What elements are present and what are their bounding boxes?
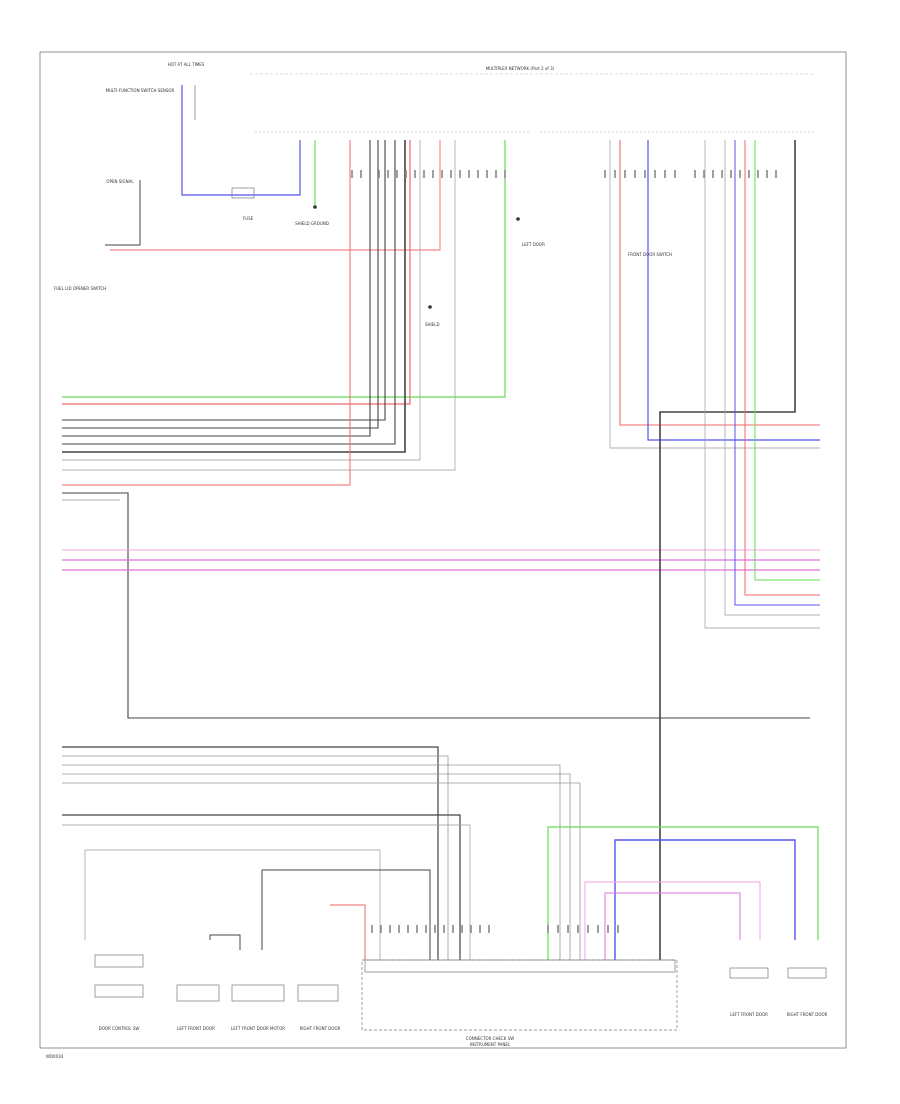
wire-21 bbox=[62, 782, 581, 960]
left-rear-door-sensor bbox=[729, 967, 769, 979]
wire-open-signal bbox=[105, 180, 141, 246]
wire-27 bbox=[262, 869, 431, 960]
wire-19 bbox=[62, 764, 561, 960]
main-controller-header bbox=[364, 959, 676, 973]
main-controller-box bbox=[361, 959, 678, 1031]
label-open-signal: OPEN SIGNAL bbox=[106, 179, 134, 184]
wire-7 bbox=[62, 140, 421, 461]
door-control-switch bbox=[94, 954, 144, 968]
footer-code: WD0034 bbox=[46, 1054, 64, 1059]
wire-22 bbox=[62, 814, 461, 960]
wire-8 bbox=[62, 140, 456, 471]
wire-red-lower bbox=[62, 140, 351, 486]
label-sub-b: LEFT FRONT DOOR bbox=[177, 1026, 215, 1031]
wire-green-bottom bbox=[547, 826, 819, 960]
splice-point bbox=[428, 305, 432, 309]
wire-5 bbox=[62, 140, 396, 445]
label-fuel-lid: FUEL LID OPENER SWITCH bbox=[54, 286, 106, 291]
label-sub-e: LEFT FRONT DOOR bbox=[730, 1012, 768, 1017]
wire-green-main bbox=[62, 140, 506, 398]
label-shield: SHIELD bbox=[425, 322, 440, 327]
fuse-box bbox=[231, 187, 255, 199]
wire-30 bbox=[604, 892, 741, 960]
left-front-door-sensor bbox=[176, 984, 220, 1002]
label-sub-d: RIGHT FRONT DOOR bbox=[300, 1026, 341, 1031]
wire-24 bbox=[85, 849, 381, 960]
label-sub-a: DOOR CONTROL SW bbox=[99, 1026, 140, 1031]
label-fuse: FUSE bbox=[243, 216, 254, 221]
wire-3 bbox=[62, 140, 379, 429]
splice-point bbox=[313, 205, 317, 209]
wire-14 bbox=[734, 140, 820, 606]
wire-blue-right bbox=[647, 140, 820, 441]
wire-2 bbox=[62, 140, 386, 421]
wire-long-dark bbox=[62, 492, 810, 719]
wire-28 bbox=[209, 934, 241, 950]
splice-point bbox=[516, 217, 520, 221]
label-bottom-main: CONNECTOR CHECK SW bbox=[466, 1036, 514, 1041]
wire-red-right bbox=[619, 140, 820, 426]
wire-sensor-blue bbox=[181, 85, 301, 196]
label-sensor: MULTI-FUNCTION SWITCH SENSOR bbox=[106, 88, 175, 93]
label-front-door: FRONT DOOR SWITCH bbox=[628, 252, 672, 257]
wire-16 bbox=[704, 140, 820, 629]
wire-13 bbox=[744, 140, 820, 596]
wire-4 bbox=[62, 140, 371, 437]
wire-blue-bottom bbox=[614, 839, 796, 960]
label-bottom-main-2: INSTRUMENT PANEL bbox=[470, 1042, 511, 1047]
wire-17 bbox=[62, 746, 439, 960]
door-control-switch-2 bbox=[94, 984, 144, 998]
left-front-door-motor bbox=[231, 984, 285, 1002]
components-group bbox=[94, 170, 827, 1031]
wire-dark-right bbox=[659, 140, 796, 960]
label-sub-f: RIGHT FRONT DOOR bbox=[787, 1012, 828, 1017]
label-sub-c: LEFT FRONT DOOR MOTOR bbox=[231, 1026, 285, 1031]
wire-20 bbox=[62, 773, 571, 960]
diagram-frame bbox=[39, 51, 847, 1049]
right-front-door-sensor bbox=[297, 984, 339, 1002]
wire-18 bbox=[62, 755, 449, 960]
wire-29 bbox=[584, 881, 761, 960]
wire-red-main bbox=[62, 140, 411, 405]
right-rear-door-sensor bbox=[787, 967, 827, 979]
label-hot-at-all-times: HOT AT ALL TIMES bbox=[168, 62, 205, 67]
wire-fuel-red bbox=[110, 140, 441, 251]
wire-23 bbox=[62, 824, 471, 960]
wire-red-bottom bbox=[330, 904, 366, 960]
label-left-door: LEFT DOOR bbox=[522, 242, 545, 247]
diagram-title: MULTIPLEX NETWORK (Part 2 of 3) bbox=[486, 66, 555, 71]
wire-15 bbox=[724, 140, 820, 616]
wire-12 bbox=[754, 140, 820, 581]
wire-6 bbox=[62, 140, 406, 453]
wire-11 bbox=[609, 140, 820, 449]
wires-group bbox=[62, 85, 820, 960]
label-shield-ground: SHIELD GROUND bbox=[295, 221, 329, 226]
